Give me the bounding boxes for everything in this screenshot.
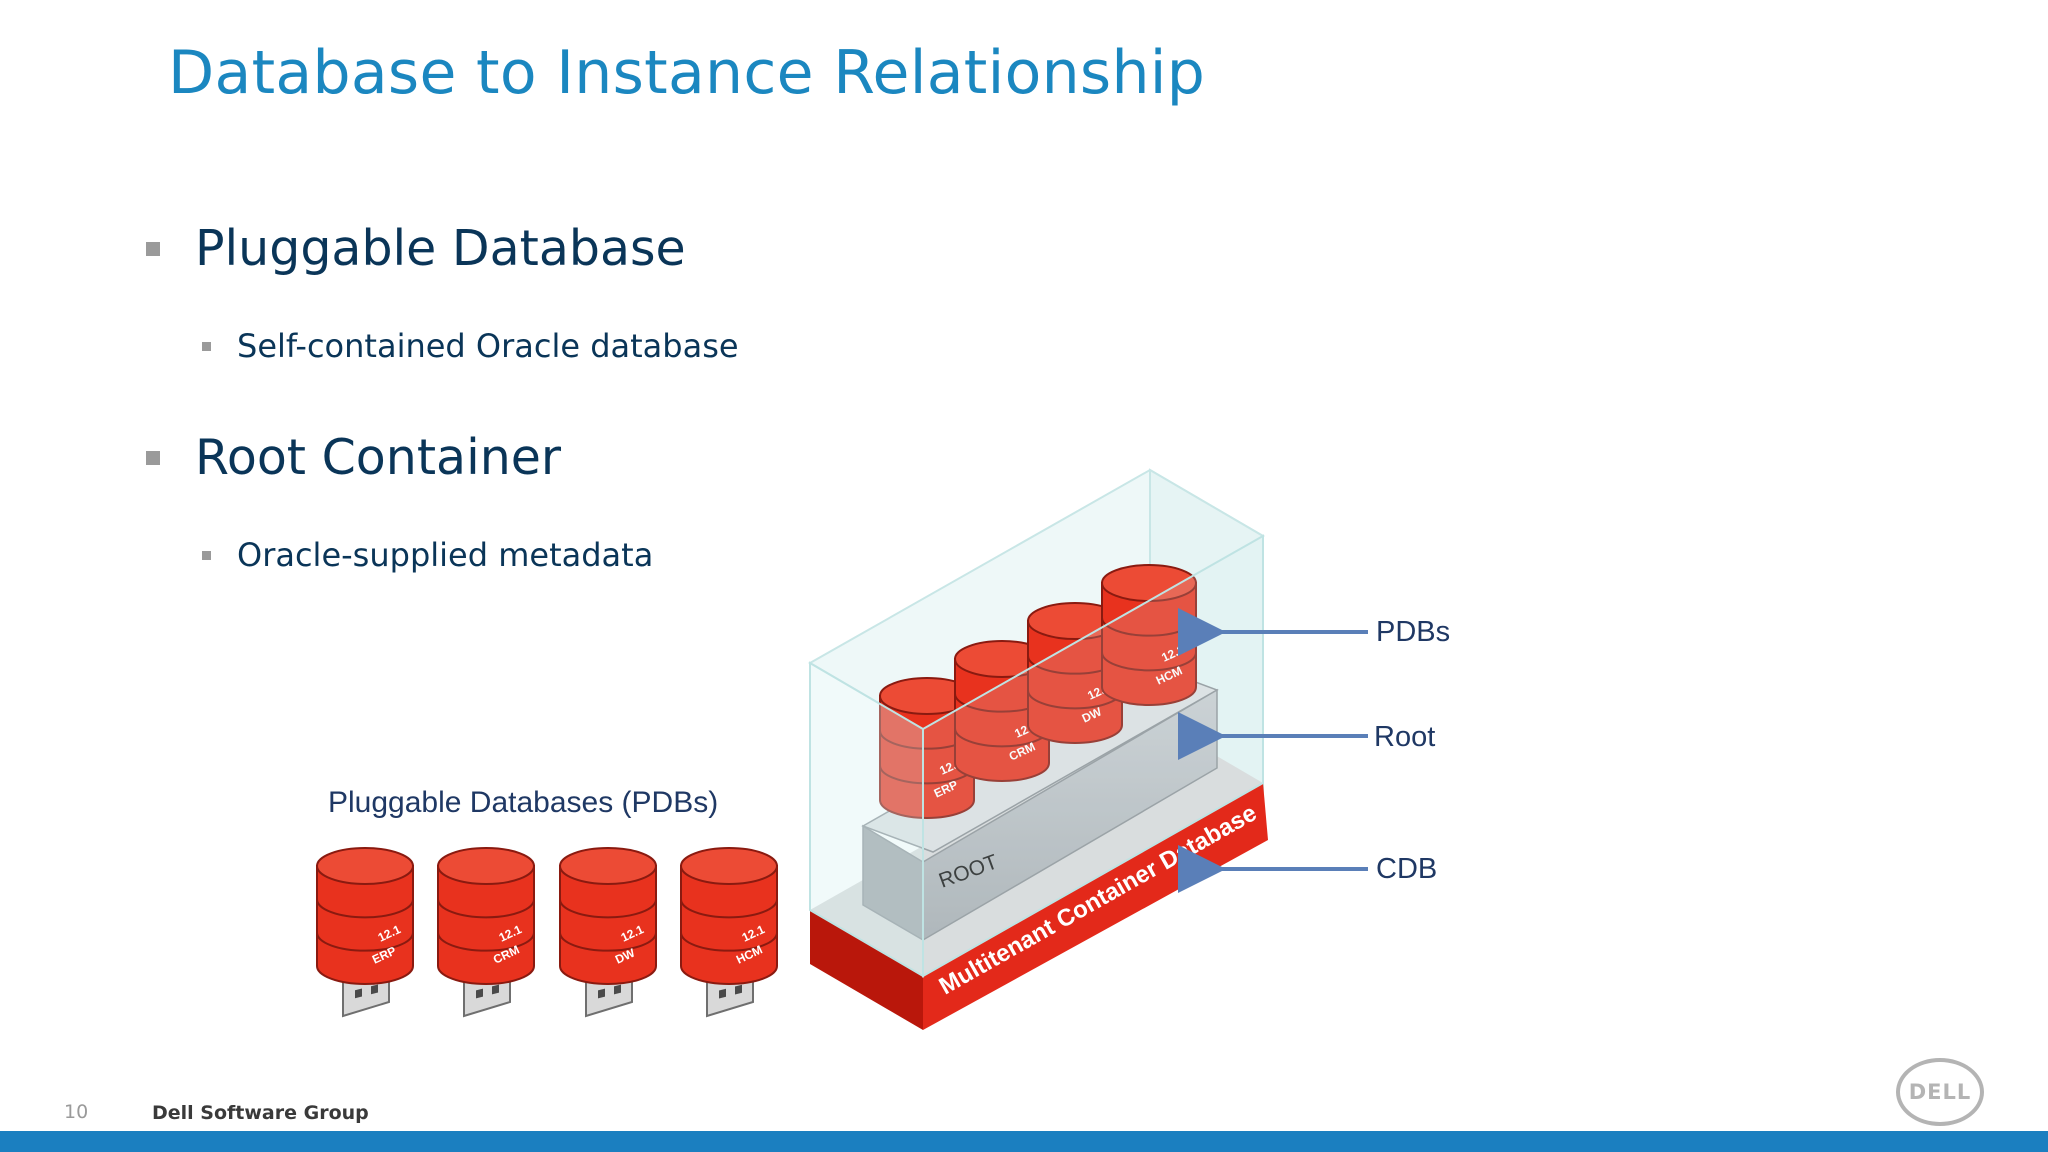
cylinder-body (1027, 620, 1123, 744)
logo-text: DELL (1908, 1080, 1972, 1104)
bullet-square-icon (146, 241, 160, 256)
cylinder-top (316, 847, 414, 885)
footer-bar (0, 1131, 2048, 1152)
callout-pdbs: PDBs (1376, 616, 1450, 648)
dell-logo: DELL (1896, 1058, 1984, 1126)
slide-title: Database to Instance Relationship (168, 38, 1206, 108)
cylinder-body (954, 658, 1050, 782)
cylinder-top (437, 847, 535, 885)
sub-bullet-oracle-metadata: Oracle-supplied metadata (202, 536, 653, 574)
callout-root: Root (1374, 721, 1435, 753)
cylinder-body (316, 865, 414, 985)
bullet-square-icon (146, 450, 160, 465)
sub-bullet-text: Self-contained Oracle database (237, 327, 739, 365)
sub-bullet-self-contained: Self-contained Oracle database (202, 327, 739, 365)
cylinder-top (680, 847, 778, 885)
footer-organization: Dell Software Group (152, 1102, 369, 1124)
cdb-left-face (810, 910, 923, 1030)
bullet-pluggable-database: Pluggable Database (146, 220, 686, 277)
cylinder-body (559, 865, 657, 985)
bullet-square-icon (202, 341, 211, 351)
bullet-text: Pluggable Database (195, 220, 686, 277)
cylinder-body (437, 865, 535, 985)
bullet-root-container: Root Container (146, 429, 561, 486)
cylinder-body (879, 695, 975, 819)
cylinder-body (680, 865, 778, 985)
cylinder-top (559, 847, 657, 885)
bullet-text: Root Container (195, 429, 562, 486)
callout-cdb: CDB (1376, 853, 1437, 885)
bullet-square-icon (202, 550, 211, 560)
cdb-front-face (923, 783, 1268, 1030)
sub-bullet-text: Oracle-supplied metadata (237, 536, 654, 574)
loose-pdb-dw: 12.1DW (559, 847, 657, 1018)
page-number: 10 (64, 1101, 89, 1123)
pdbs-caption: Pluggable Databases (PDBs) (328, 786, 718, 819)
